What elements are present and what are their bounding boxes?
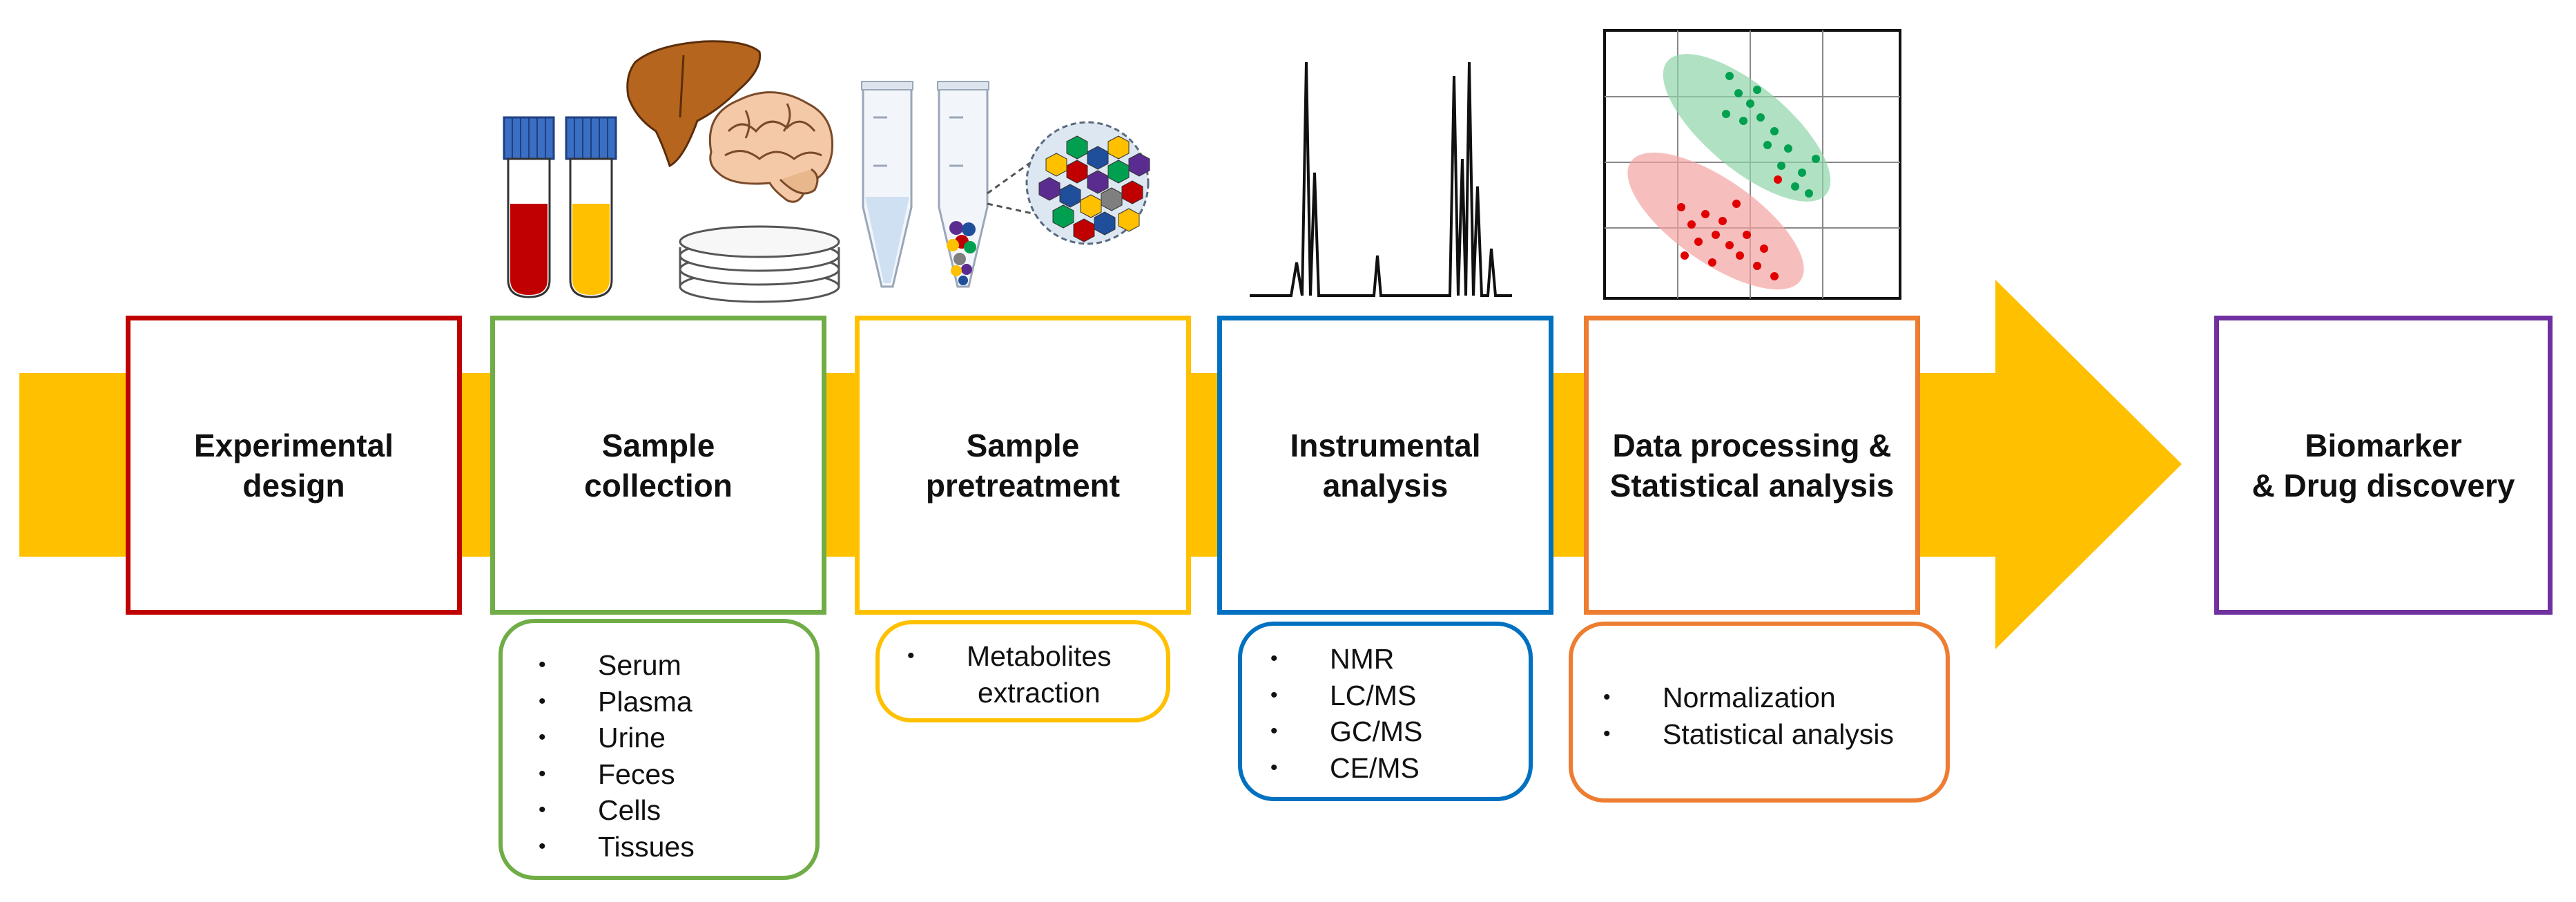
detail-item: NMR: [1270, 641, 1422, 678]
stage-label: Biomarker & Drug discovery: [2251, 427, 2515, 503]
stage-label: Experimental design: [194, 427, 394, 503]
centrifuge-tube-icon: [937, 81, 989, 288]
detail-item: LC/MS: [1270, 678, 1422, 714]
centrifuge-tube-icon: [861, 81, 913, 288]
serum-tube-icon: [565, 116, 617, 298]
details-sample-collection: Serum Plasma Urine Feces Cells Tissues: [498, 619, 820, 880]
stage-biomarker-discovery: Biomarker & Drug discovery: [2214, 316, 2553, 615]
stage-data-processing: Data processing & Statistical analysis: [1584, 316, 1920, 615]
detail-item: Normalization: [1603, 680, 1894, 716]
detail-item: Serum: [539, 647, 695, 684]
details-sample-pretreatment: Metabolites extraction: [875, 620, 1170, 722]
chromatogram-icon: [1250, 61, 1512, 297]
score-plot-icon: [1603, 29, 1901, 300]
details-data-processing: Normalization Statistical analysis: [1569, 622, 1950, 803]
sample-pretreatment-illustration: [861, 81, 1150, 288]
detail-item: Feces: [539, 756, 695, 793]
stage-label: Sample pretreatment: [925, 427, 1121, 503]
detail-item: GC/MS: [1270, 713, 1423, 750]
details-instrumental-analysis: NMR LC/MS GC/MS CE/MS: [1238, 622, 1533, 801]
detail-item: Plasma: [539, 684, 695, 720]
detail-item: Cells: [539, 792, 695, 829]
brain-icon: [708, 91, 834, 203]
stage-instrumental-analysis: Instrumental analysis: [1217, 316, 1553, 615]
detail-item: Tissues: [539, 829, 695, 865]
detail-item: Statistical analysis: [1603, 716, 1894, 753]
stage-label: Sample collection: [584, 427, 733, 503]
stage-sample-collection: Sample collection: [490, 316, 826, 615]
petri-dish-icon: [679, 225, 840, 303]
sample-collection-illustration: [503, 40, 840, 303]
blood-tube-icon: [503, 116, 555, 298]
stage-label: Instrumental analysis: [1290, 427, 1481, 503]
stage-label: Data processing & Statistical analysis: [1609, 427, 1895, 503]
detail-item: CE/MS: [1270, 750, 1422, 787]
stage-experimental-design: Experimental design: [126, 316, 462, 615]
detail-item: Metabolites extraction: [907, 638, 1112, 711]
liver-icon: [626, 40, 762, 168]
stage-sample-pretreatment: Sample pretreatment: [855, 316, 1191, 615]
metabolite-cluster-icon: [1025, 121, 1150, 245]
detail-item: Urine: [539, 720, 695, 756]
